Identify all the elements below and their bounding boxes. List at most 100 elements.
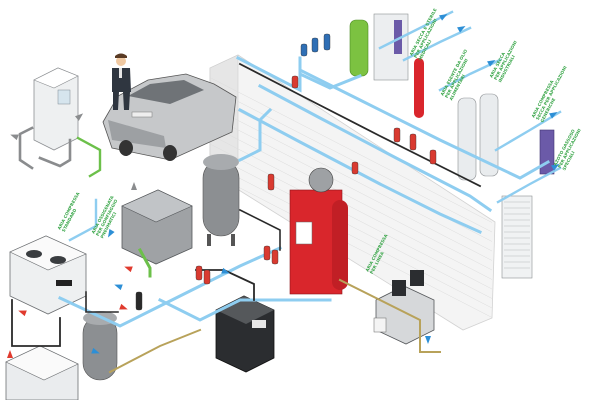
tall-cabinet-stripe — [394, 20, 402, 54]
flow-arrow — [131, 182, 137, 190]
nitrogen-cabinet-purple — [539, 129, 555, 175]
flow-arrow — [439, 14, 448, 21]
compressor-unit-bottom-left — [5, 345, 79, 400]
car-windshield — [128, 80, 204, 104]
flow-arrow — [457, 26, 466, 33]
brick-course-line — [209, 172, 493, 318]
air-receiver-tank-center — [202, 154, 240, 246]
compressor-1-fan-1 — [26, 250, 42, 258]
pipe-segment — [38, 138, 72, 168]
inline-filter — [300, 43, 308, 57]
separator-filter-2 — [410, 270, 424, 286]
brick-course-line — [209, 86, 493, 233]
brick-course-line — [209, 143, 493, 290]
refrigeration-dryer — [215, 295, 275, 373]
brick-course-line — [209, 153, 493, 299]
brick-courses — [209, 77, 493, 318]
inline-filter — [323, 33, 331, 51]
compressor-unit-center — [121, 189, 193, 265]
dryer-top — [216, 296, 274, 324]
pipe-segment — [378, 10, 454, 50]
pipe-segment — [402, 26, 472, 62]
flow-arrow — [119, 303, 128, 310]
person-legs — [113, 92, 130, 110]
flow-arrow — [549, 112, 558, 119]
car — [102, 73, 237, 161]
desiccant-column-2 — [479, 93, 499, 177]
brick-course-line — [209, 134, 493, 280]
tank-center-body — [202, 159, 240, 237]
tyre-inflator-cabinet — [33, 67, 79, 151]
inline-filter — [267, 173, 275, 191]
tank-center-leg-2 — [231, 234, 235, 246]
person-shirt — [119, 68, 122, 78]
top-equipment — [349, 13, 424, 118]
flow-arrow — [487, 60, 496, 67]
desiccant-column-1 — [457, 97, 477, 181]
person-hair — [115, 53, 127, 58]
compressor-1-top — [9, 235, 87, 271]
pipe-segment — [76, 136, 102, 178]
brick-course-line — [209, 162, 493, 309]
tall-cabinet — [373, 13, 409, 81]
person — [112, 53, 131, 110]
heat-exchanger — [501, 195, 533, 279]
compressor-1-panel — [56, 280, 72, 286]
desiccant-dryer-right — [457, 93, 555, 279]
heat-exchanger-fins — [504, 201, 530, 269]
inline-filter — [351, 161, 359, 175]
flow-arrow — [221, 267, 230, 274]
car-front — [108, 120, 166, 148]
label-left-vertical: ARIA COMPRESSASTANDARD — [56, 191, 85, 233]
pipe-segment — [85, 291, 119, 313]
flow-arrow — [18, 310, 27, 317]
label-mid-right-2: AZOTO GASSOSOPER APPLICAZIONISPECIALI — [552, 125, 586, 171]
pipe-segment — [108, 328, 202, 374]
label-top-right-2: ARIA ESENTE DA OLIOPER APPLICAZIONIALIME… — [439, 48, 477, 101]
pipe-network — [11, 10, 562, 374]
inline-filter — [271, 249, 279, 265]
pipe-segment — [195, 269, 255, 301]
flow-arrow — [7, 350, 13, 358]
pipe-segment — [298, 56, 362, 90]
pipe-segment — [338, 278, 441, 353]
flow-arrow — [108, 229, 115, 238]
pipe-segment — [68, 198, 98, 242]
pipe-segment — [257, 83, 493, 213]
inline-filter — [135, 291, 143, 311]
flow-arrow — [114, 284, 123, 291]
inline-filter — [291, 75, 299, 89]
nitrogen-tank — [332, 200, 348, 290]
compressor-unit-top-left — [9, 235, 87, 315]
inflator-top — [33, 67, 79, 89]
brick-course-line — [209, 124, 493, 271]
compressor-3-top — [121, 189, 193, 223]
label-top-right-3: ARIA SECCAPER APPLICAZIONIINDUSTRIALI — [488, 37, 522, 83]
compressor-2-top — [5, 345, 79, 381]
person-torso — [112, 68, 131, 92]
tank-center-leg-1 — [207, 234, 211, 246]
nitrogen-generator — [289, 167, 348, 295]
pipe-segment — [157, 297, 332, 322]
separator-canister — [373, 317, 387, 333]
pipe-segment — [11, 299, 61, 347]
inline-filter — [393, 127, 401, 143]
flow-arrow — [91, 347, 100, 354]
inline-filter — [195, 265, 203, 281]
flow-arrow — [124, 266, 133, 273]
flow-arrow — [75, 113, 84, 121]
brick-course-line — [209, 105, 493, 252]
car-grille — [131, 111, 153, 118]
flow-arrow — [551, 164, 560, 171]
flow-arrow — [425, 336, 431, 344]
pipe-segment — [137, 247, 152, 278]
pipe-segment — [494, 110, 562, 152]
separator-filter-1 — [392, 280, 406, 296]
compressor-1-fan-2 — [50, 256, 66, 264]
dryer-panel — [252, 320, 266, 328]
nitrogen-generator-panel — [295, 221, 313, 245]
green-tank — [349, 19, 369, 77]
inline-filters — [135, 33, 437, 311]
pipe-segment — [496, 166, 562, 204]
